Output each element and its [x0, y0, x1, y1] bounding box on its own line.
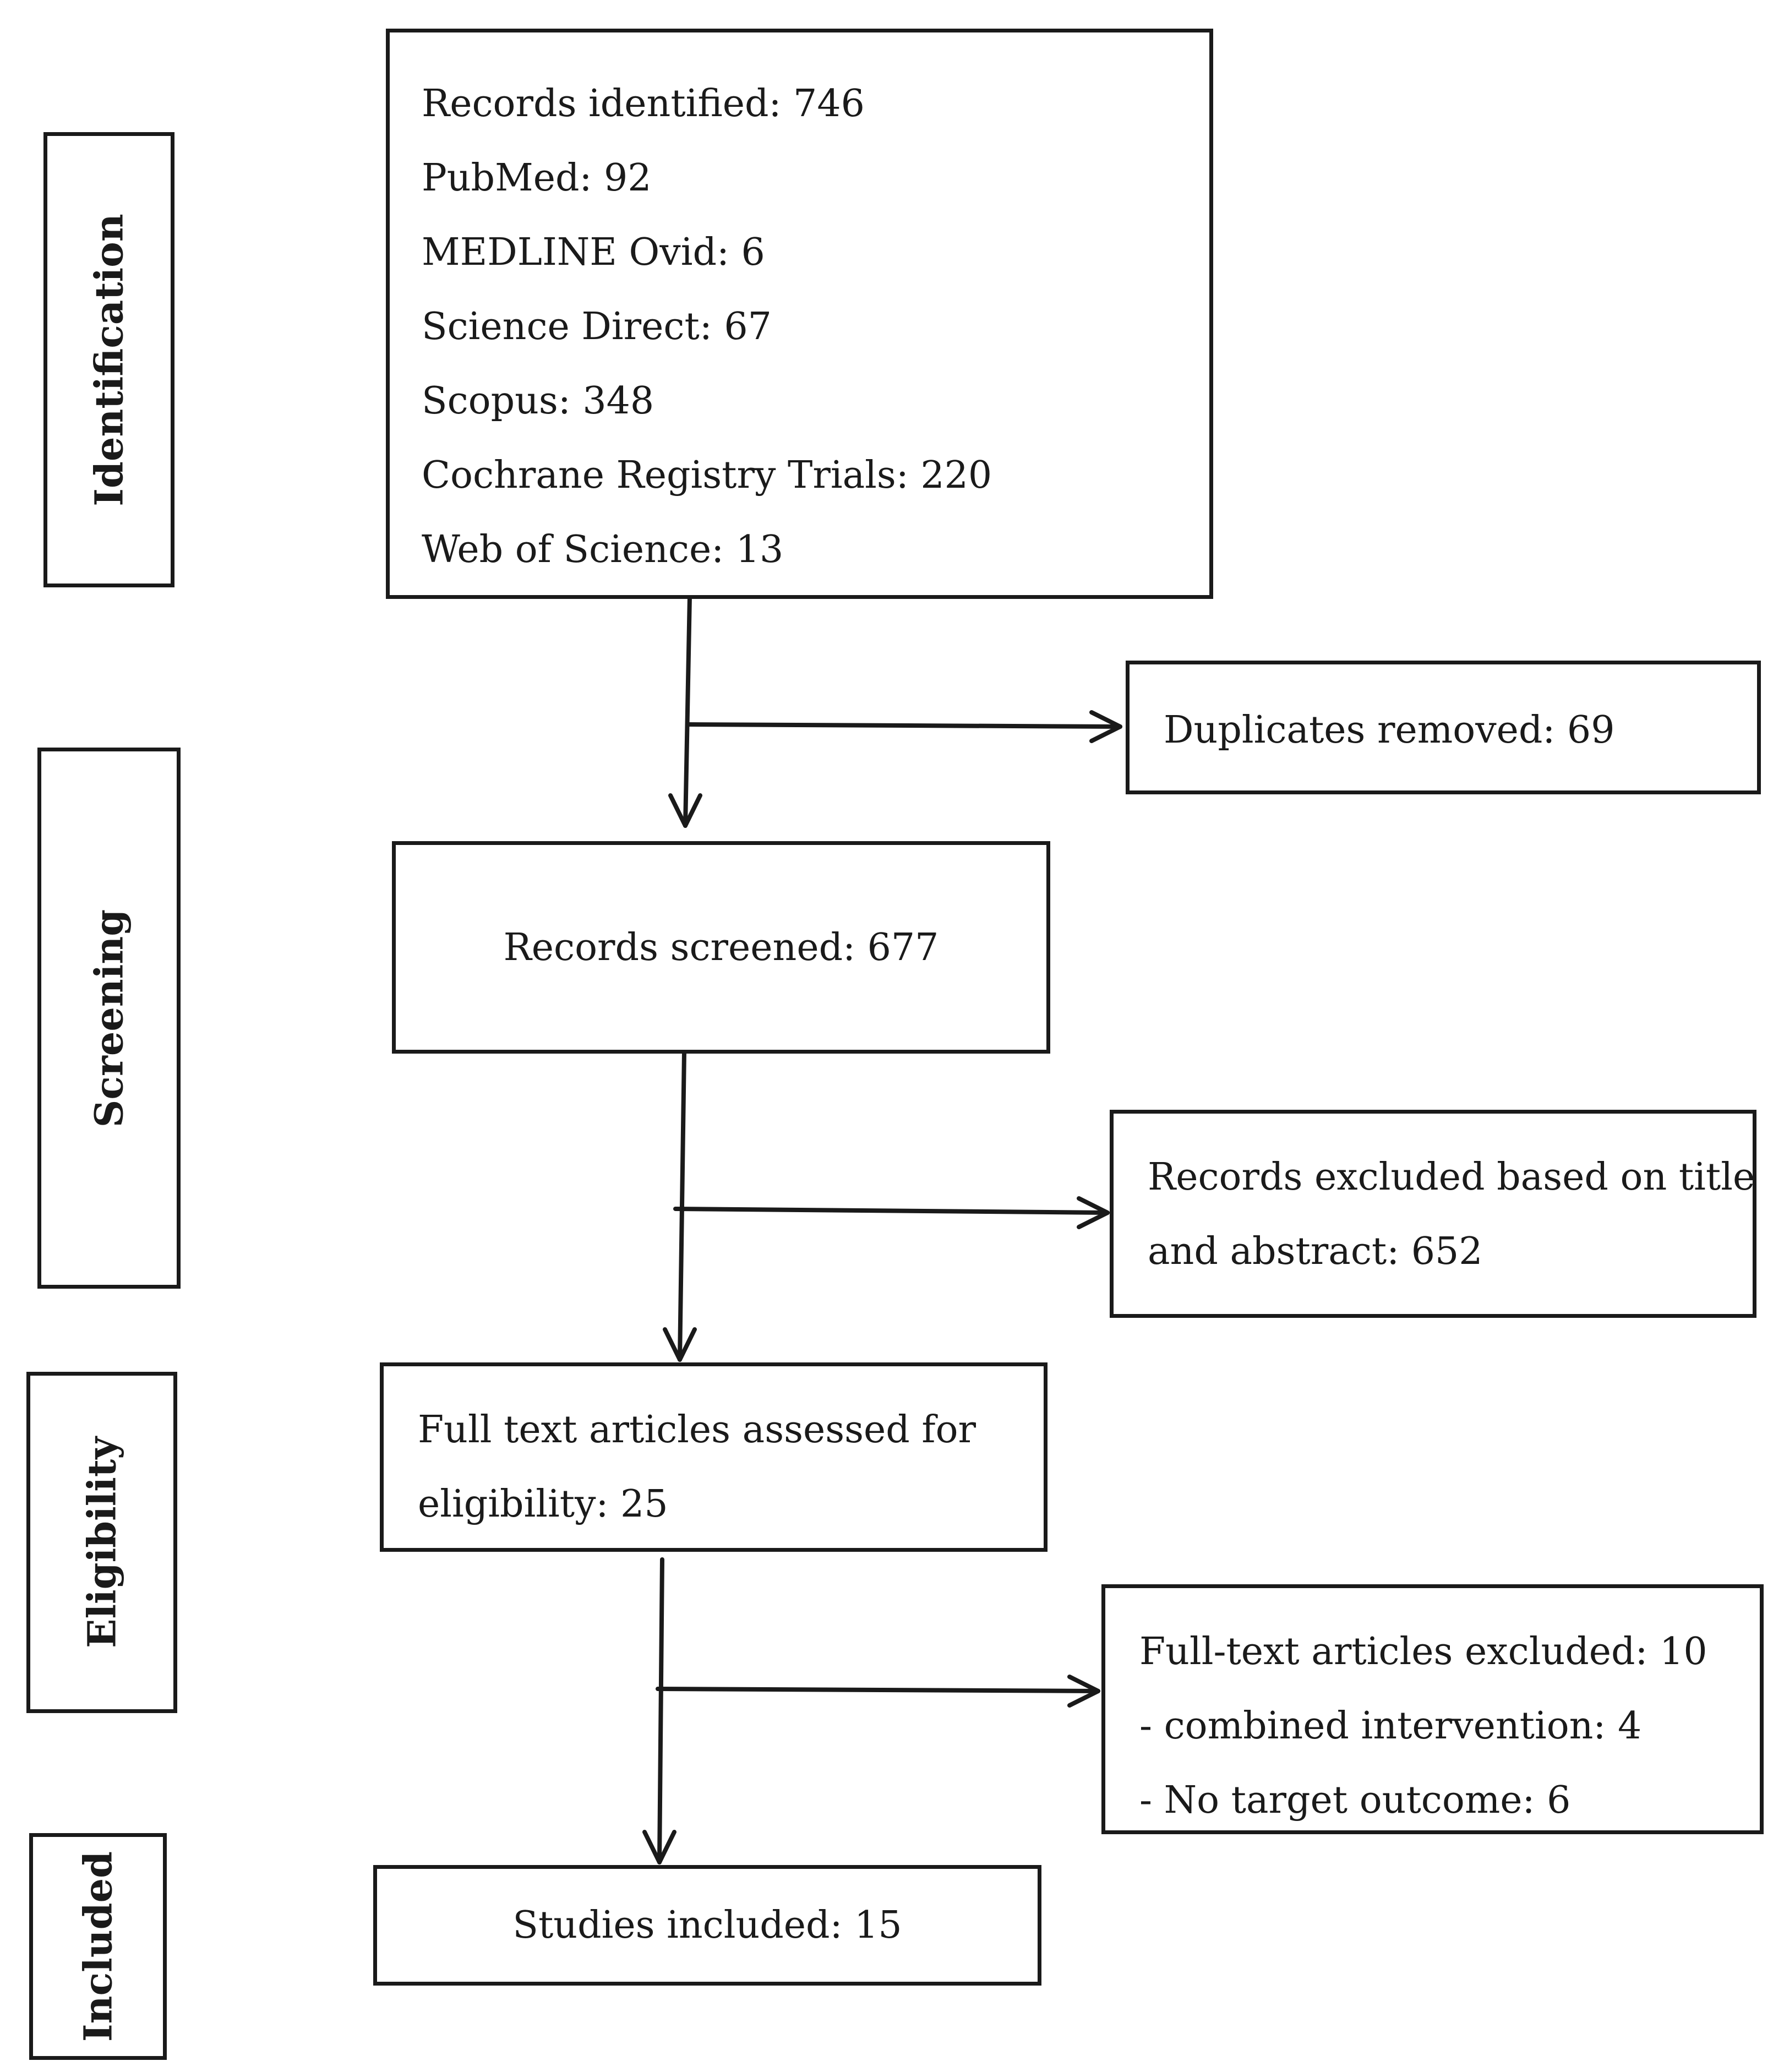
arrowhead-assessed [663, 1327, 697, 1362]
stage-eligibility: Eligibility [26, 1372, 177, 1713]
records-excluded-line-1: Records excluded based on title [1148, 1155, 1755, 1199]
node-records-excluded: Records excluded based on title and abst… [1110, 1110, 1756, 1318]
node-fulltext-excluded: Full-text articles excluded: 10 - combin… [1101, 1584, 1764, 1834]
node-fulltext-assessed: Full text articles assessed for eligibil… [380, 1362, 1048, 1552]
edge-identified-to-screened [683, 594, 692, 828]
stage-eligibility-label: Eligibility [79, 1437, 125, 1648]
stage-identification-label: Identification [86, 213, 132, 506]
arrowhead-excluded [1077, 1196, 1110, 1229]
records-medline: MEDLINE Ovid: 6 [422, 231, 765, 274]
node-records-identified: Records identified: 746 PubMed: 92 MEDLI… [386, 29, 1213, 599]
arrowhead-duplicates [1089, 710, 1122, 743]
arrowhead-fulltext-excluded [1067, 1675, 1100, 1708]
arrowhead-screened [668, 793, 702, 828]
node-studies-included: Studies included: 15 [373, 1865, 1041, 1986]
records-scopus: Scopus: 348 [422, 379, 654, 423]
records-cochrane: Cochrane Registry Trials: 220 [422, 454, 992, 497]
stage-included-label: Included [75, 1851, 121, 2042]
duplicates-removed-text: Duplicates removed: 69 [1164, 708, 1615, 752]
edge-assessed-to-fulltext-excluded [656, 1687, 1100, 1693]
edge-screened-to-excluded [673, 1207, 1110, 1215]
records-science-direct: Science Direct: 67 [422, 305, 772, 348]
edge-identified-to-duplicates [688, 722, 1122, 729]
stage-screening-label: Screening [86, 909, 132, 1127]
fulltext-excluded-total: Full-text articles excluded: 10 [1139, 1630, 1707, 1673]
fulltext-assessed-line-2: eligibility: 25 [418, 1482, 668, 1526]
records-web-of-science: Web of Science: 13 [422, 528, 784, 571]
stage-screening: Screening [37, 748, 181, 1289]
arrowhead-included [642, 1830, 676, 1864]
stage-identification: Identification [43, 132, 174, 587]
studies-included-text: Studies included: 15 [512, 1904, 902, 1947]
records-screened-text: Records screened: 677 [503, 925, 939, 969]
stage-included: Included [29, 1833, 167, 2060]
node-duplicates-removed: Duplicates removed: 69 [1126, 661, 1761, 794]
edge-screened-to-assessed [678, 1050, 686, 1362]
fulltext-excluded-no-outcome: - No target outcome: 6 [1139, 1779, 1571, 1822]
node-records-screened: Records screened: 677 [392, 841, 1050, 1054]
records-pubmed: PubMed: 92 [422, 156, 652, 200]
edge-assessed-to-included [657, 1557, 664, 1864]
records-identified-total: Records identified: 746 [422, 82, 865, 126]
fulltext-assessed-line-1: Full text articles assessed for [418, 1408, 976, 1452]
fulltext-excluded-combined: - combined intervention: 4 [1139, 1704, 1642, 1748]
records-excluded-line-2: and abstract: 652 [1148, 1230, 1483, 1273]
